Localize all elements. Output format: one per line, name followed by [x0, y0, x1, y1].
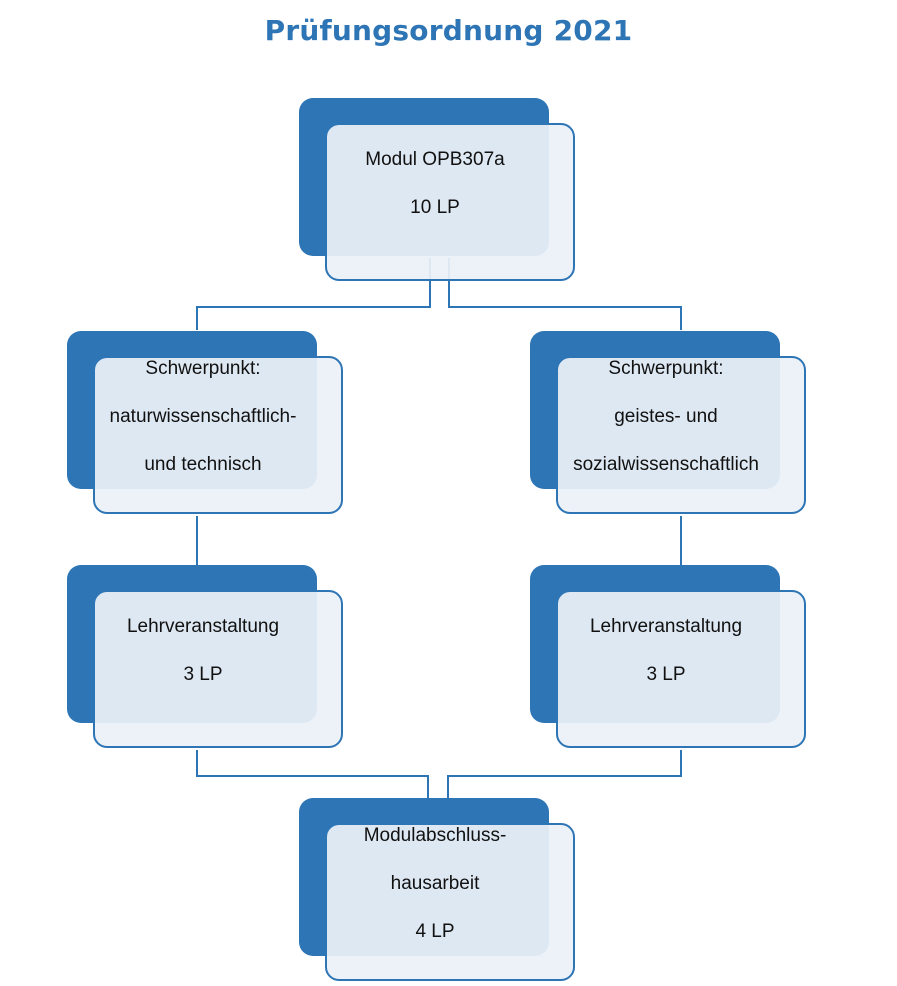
node-final-label: Modulabschluss- hausarbeit 4 LP — [363, 825, 507, 942]
node-module: Modul OPB307a 10 LP — [299, 98, 579, 286]
node-focus-right: Schwerpunkt: geistes- und sozialwissensc… — [530, 331, 810, 519]
connector-course-right-final — [447, 750, 682, 798]
node-focus-left: Schwerpunkt: naturwissenschaftlich- und … — [67, 331, 347, 519]
node-module-label: Modul OPB307a 10 LP — [365, 149, 505, 218]
node-box: Modulabschluss- hausarbeit 4 LP — [325, 823, 575, 981]
node-course-right-label: Lehrveranstaltung 3 LP — [589, 616, 743, 685]
node-focus-right-label: Schwerpunkt: geistes- und sozialwissensc… — [573, 358, 759, 475]
node-box: Modul OPB307a 10 LP — [325, 123, 575, 281]
node-course-left-label: Lehrveranstaltung 3 LP — [126, 616, 280, 685]
connector-course-left-final — [196, 750, 429, 798]
node-course-left: Lehrveranstaltung 3 LP — [67, 565, 347, 753]
node-box: Schwerpunkt: geistes- und sozialwissensc… — [556, 356, 806, 514]
connector-module-left — [196, 258, 431, 330]
node-box: Schwerpunkt: naturwissenschaftlich- und … — [93, 356, 343, 514]
diagram-title: Prüfungsordnung 2021 — [264, 14, 633, 47]
node-final: Modulabschluss- hausarbeit 4 LP — [299, 798, 579, 986]
node-box: Lehrveranstaltung 3 LP — [93, 590, 343, 748]
node-box: Lehrveranstaltung 3 LP — [556, 590, 806, 748]
connector-module-right — [448, 258, 682, 330]
node-course-right: Lehrveranstaltung 3 LP — [530, 565, 810, 753]
node-focus-left-label: Schwerpunkt: naturwissenschaftlich- und … — [109, 358, 297, 475]
